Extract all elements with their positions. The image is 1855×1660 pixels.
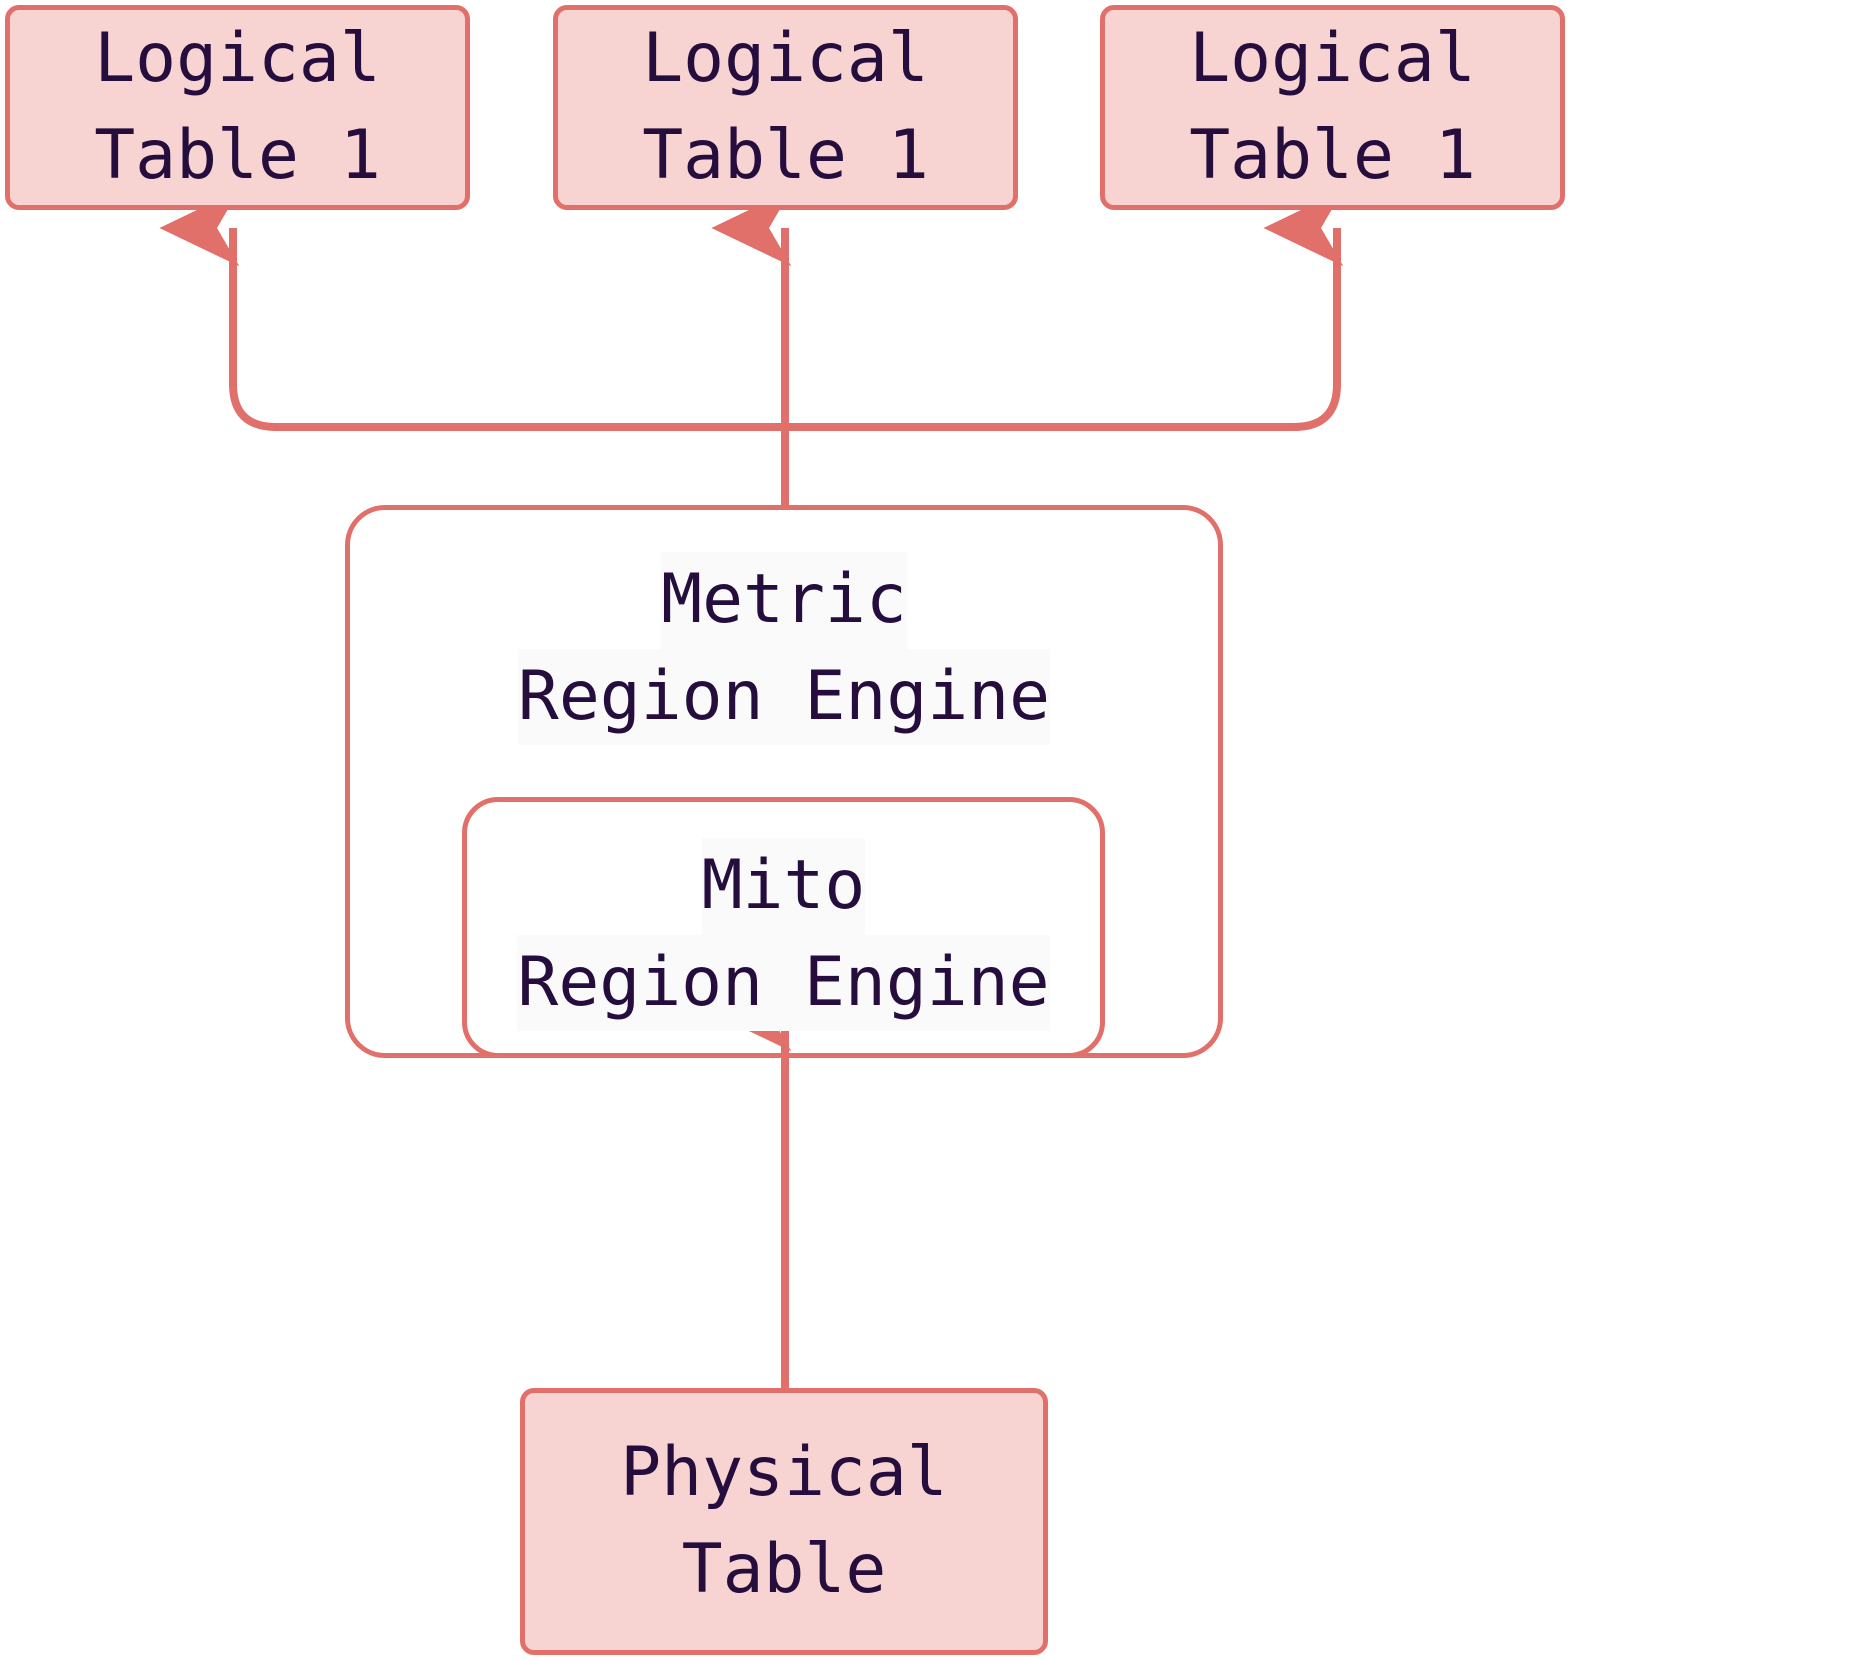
node-logical-table-3[interactable]: Logical Table 1 [1100, 5, 1565, 210]
node-physical-table-line1: Physical [620, 1432, 948, 1512]
node-mito-region-engine-line1: Mito [701, 838, 866, 935]
node-logical-table-1-line2: Table 1 [94, 115, 381, 195]
node-logical-table-3-line2: Table 1 [1189, 115, 1476, 195]
node-physical-table[interactable]: Physical Table [520, 1388, 1048, 1655]
node-mito-region-engine-line2: Region Engine [517, 934, 1050, 1032]
edge-metric-to-logical-1 [159, 189, 785, 431]
node-logical-table-2-line1: Logical [642, 18, 929, 98]
node-metric-region-engine[interactable]: Metric Region Engine [345, 505, 1223, 1058]
node-metric-region-engine-line1: Metric [661, 552, 907, 649]
node-logical-table-1-line1: Logical [94, 18, 381, 98]
node-logical-table-3-line1: Logical [1189, 18, 1476, 98]
node-logical-table-1[interactable]: Logical Table 1 [5, 5, 470, 210]
node-logical-table-2[interactable]: Logical Table 1 [553, 5, 1018, 210]
node-metric-region-engine-line2: Region Engine [517, 648, 1051, 746]
node-physical-table-line2: Table [681, 1529, 887, 1609]
node-mito-region-engine[interactable]: Mito Region Engine [462, 797, 1105, 1058]
node-logical-table-2-line2: Table 1 [642, 115, 929, 195]
edge-metric-to-logical-3 [785, 189, 1344, 431]
